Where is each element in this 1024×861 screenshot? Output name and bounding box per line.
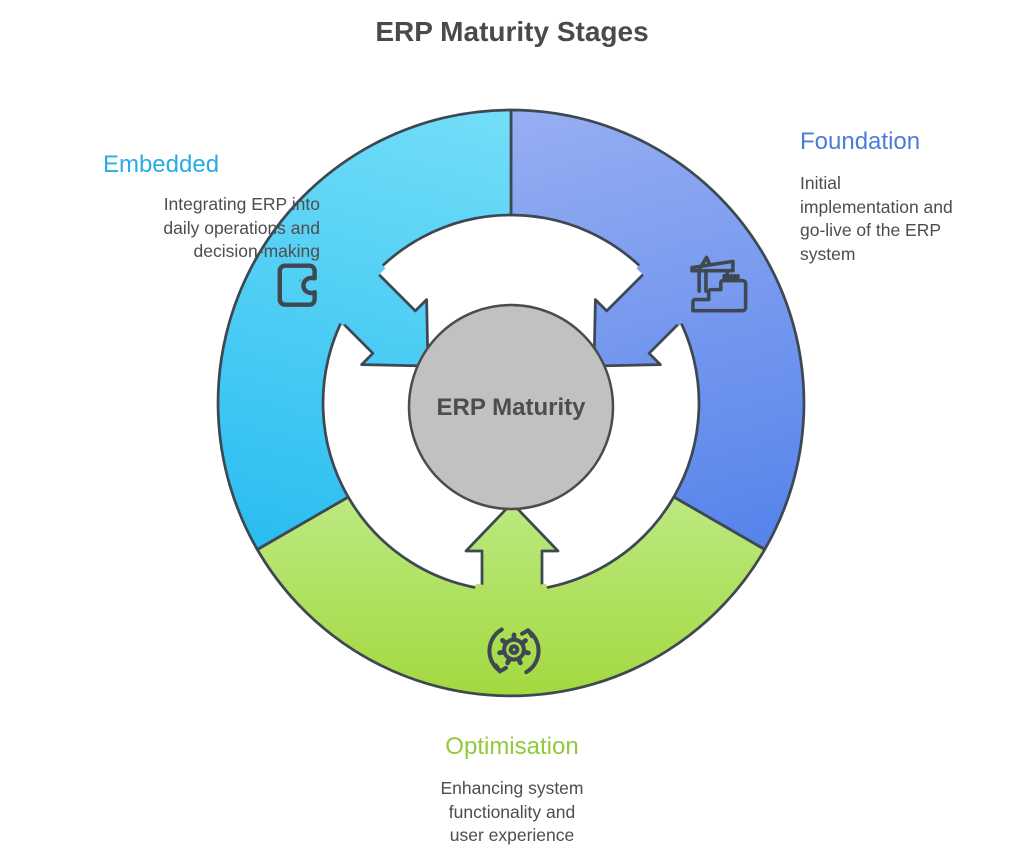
ring-segment-embedded	[216, 108, 513, 551]
arrow-tail-merge-optimisation	[464, 583, 558, 647]
stage-description-optimisation: Enhancing system functionality and user …	[362, 777, 662, 848]
description-line: Initial	[800, 173, 841, 193]
description-line: system	[800, 243, 856, 264]
description-line: decision-making	[193, 241, 320, 261]
page-title: ERP Maturity Stages	[375, 16, 649, 47]
stage-label-optimisation: Optimisation	[445, 733, 579, 760]
gear-refresh-icon	[487, 627, 541, 675]
embedded-puzzle-icon	[277, 263, 317, 307]
stage-description-foundation: Initial implementation and go-live of th…	[800, 172, 1010, 266]
description-line: implementation and	[800, 196, 953, 217]
description-line: Enhancing system	[440, 778, 584, 798]
crane-icon	[690, 255, 748, 313]
ring-segment-foundation	[509, 108, 806, 551]
stage-label-foundation: Foundation	[800, 128, 921, 155]
description-line: Integrating ERP into	[163, 194, 320, 214]
description-line: daily operations and	[163, 217, 320, 238]
center-circle	[407, 303, 615, 511]
stage-description-embedded: Integrating ERP into daily operations an…	[20, 193, 320, 264]
description-line: user experience	[449, 825, 575, 845]
description-line: go-live of the ERP	[800, 220, 942, 240]
stage-label-embedded: Embedded	[102, 151, 220, 178]
center-circle-label: ERP Maturity	[436, 394, 586, 421]
description-line: functionality and	[448, 801, 576, 822]
